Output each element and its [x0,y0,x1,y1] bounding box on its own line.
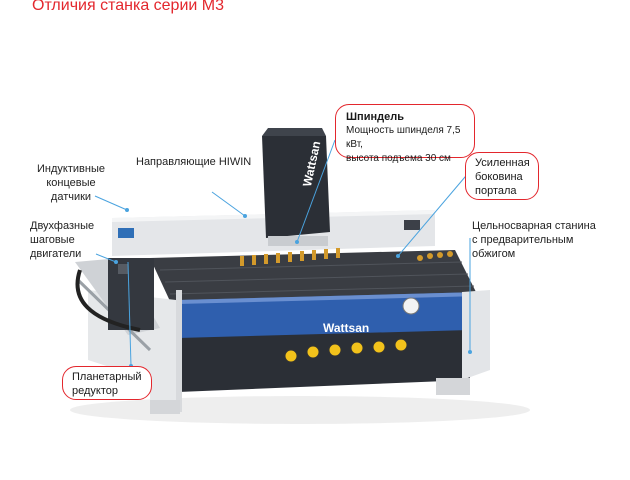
label-stepper-motors: Двухфазные шаговые двигатели [30,220,95,260]
pointer-dot-side [396,254,400,258]
label-hiwin-guides: Направляющие HIWIN [136,156,252,168]
callout-spindle-desc-1: Мощность шпинделя 7,5 кВт, [346,125,461,150]
page-heading: Отличия станка серии М3 [32,0,224,14]
pointer-dot-frame [468,350,472,354]
callout-spindle: Шпиндель Мощность шпинделя 7,5 кВт, высо… [335,104,475,164]
body-brand-text: Wattsan [323,321,370,335]
callout-spindle-desc-2: высота подъема 30 см [346,153,451,164]
pointer-dot-guides [243,214,247,218]
callout-planetary-reducer: Планетарный редуктор [62,366,152,400]
pointer-dot-spindle [295,240,299,244]
callout-spindle-title: Шпиндель [346,111,404,123]
pointer-dot-motors [114,260,118,264]
callout-portal-side: Усиленная боковина портала [465,152,539,200]
pointer-dot-inductive [125,208,129,212]
label-inductive-sensors: Индуктивные концевые датчики [37,163,105,203]
label-welded-frame: Цельносварная станина с предварительным … [472,220,596,260]
